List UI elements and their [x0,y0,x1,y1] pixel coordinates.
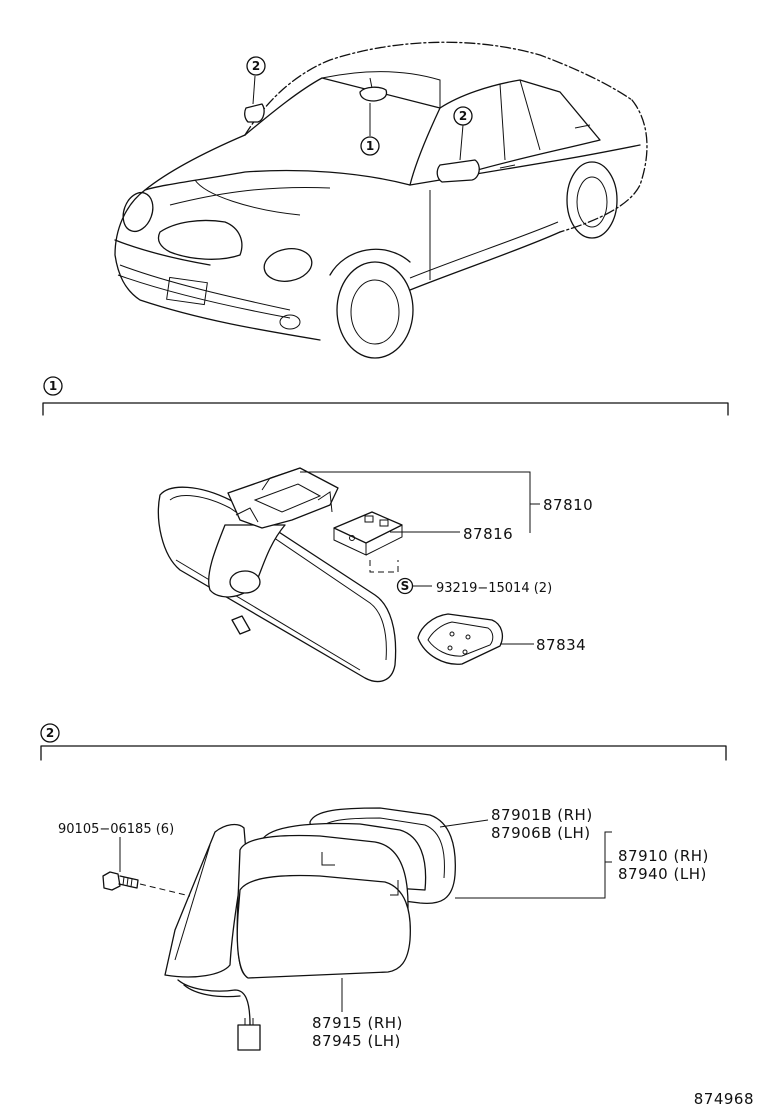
outer-mirror-drawing [102,807,456,1051]
section-2-header: 2 [40,723,727,761]
callout-inner-mirror: 1 [360,136,380,156]
callout-label: 1 [366,139,374,153]
part-number-87945: 87945 (LH) [312,1032,401,1050]
inner-mirror-drawing [157,467,503,683]
leaders-section-1 [300,471,540,645]
part-number-87834: 87834 [536,636,586,654]
part-number-87810: 87810 [543,496,593,514]
part-number-87940: 87940 (LH) [618,865,707,883]
section-1-header: 1 [42,376,729,416]
part-number-93219: 93219−15014 (2) [436,581,552,596]
part-number-87816: 87816 [463,525,513,543]
screw-symbol-label: S [401,579,410,593]
callout-label: 2 [252,59,260,73]
part-number-87915: 87915 (RH) [312,1014,403,1032]
callout-label: 2 [459,109,467,123]
part-number-90105: 90105−06185 (6) [58,822,174,837]
part-number-87906B: 87906B (LH) [491,824,591,842]
callout-outer-mirror-side: 2 [453,106,473,126]
car-illustration [114,41,648,359]
section-marker: 1 [49,379,57,393]
screw-symbol: S [396,577,414,595]
part-number-87901B: 87901B (RH) [491,806,593,824]
part-number-87910: 87910 (RH) [618,847,709,865]
leaders-section-2 [119,819,612,1012]
figure-code: 874968 [694,1090,754,1108]
callout-outer-mirror-front: 2 [246,56,266,76]
section-marker: 2 [46,726,54,740]
